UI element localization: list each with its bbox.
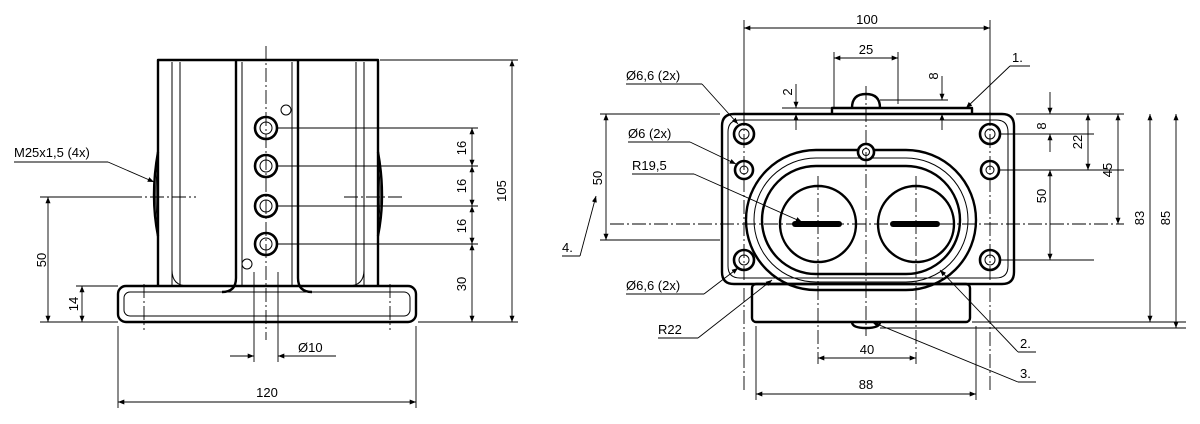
dim-50-right: 50	[1034, 189, 1049, 203]
dim-8-top: 8	[926, 72, 941, 79]
hole-66-bottom: Ø6,6 (2x)	[626, 278, 680, 293]
center-channel	[221, 60, 313, 294]
small-hole-bottom	[241, 258, 253, 270]
radius-195: R19,5	[632, 158, 667, 173]
dim-88: 88	[859, 377, 873, 392]
dim-45: 45	[1100, 163, 1115, 177]
right-gland	[376, 151, 384, 237]
dim-50-left: 50	[590, 171, 605, 185]
callout-4: 4.	[562, 240, 573, 255]
dim-16-b: 16	[454, 179, 469, 193]
dim-14: 14	[66, 297, 81, 311]
side-view: 16 16 16 30 105 50 14 M25x1,5 (4x) 120 Ø…	[14, 46, 518, 408]
callout-2: 2.	[1020, 336, 1031, 351]
radius-22: R22	[658, 322, 682, 337]
thread-label: M25x1,5 (4x)	[14, 145, 90, 160]
front-body	[720, 112, 1016, 286]
housing-outline	[156, 58, 380, 286]
front-view: 100 25 2 8 1. 8 22 50 45 83	[562, 12, 1186, 400]
dim-105: 105	[494, 180, 509, 202]
dim-30: 30	[454, 277, 469, 291]
dim-8-right: 8	[1034, 122, 1049, 129]
dim-50-side: 50	[34, 253, 49, 267]
stadium-recess-inner	[760, 164, 962, 276]
base-plate	[116, 284, 418, 324]
left-gland	[152, 151, 160, 237]
dim-100: 100	[856, 12, 878, 27]
small-hole-top	[280, 104, 292, 116]
dim-40: 40	[860, 342, 874, 357]
hole-66-top: Ø6,6 (2x)	[626, 68, 680, 83]
dim-83: 83	[1132, 211, 1147, 225]
callout-1: 1.	[1012, 50, 1023, 65]
hole-6: Ø6 (2x)	[628, 126, 671, 141]
dim-d10: Ø10	[298, 340, 323, 355]
dim-120: 120	[256, 385, 278, 400]
dim-85: 85	[1158, 211, 1173, 225]
callout-3: 3.	[1020, 366, 1031, 381]
top-rail	[830, 106, 974, 114]
dim-25: 25	[859, 42, 873, 57]
dim-2: 2	[780, 88, 795, 95]
dim-16-a: 16	[454, 141, 469, 155]
dim-22: 22	[1070, 135, 1085, 149]
dim-16-c: 16	[454, 219, 469, 233]
